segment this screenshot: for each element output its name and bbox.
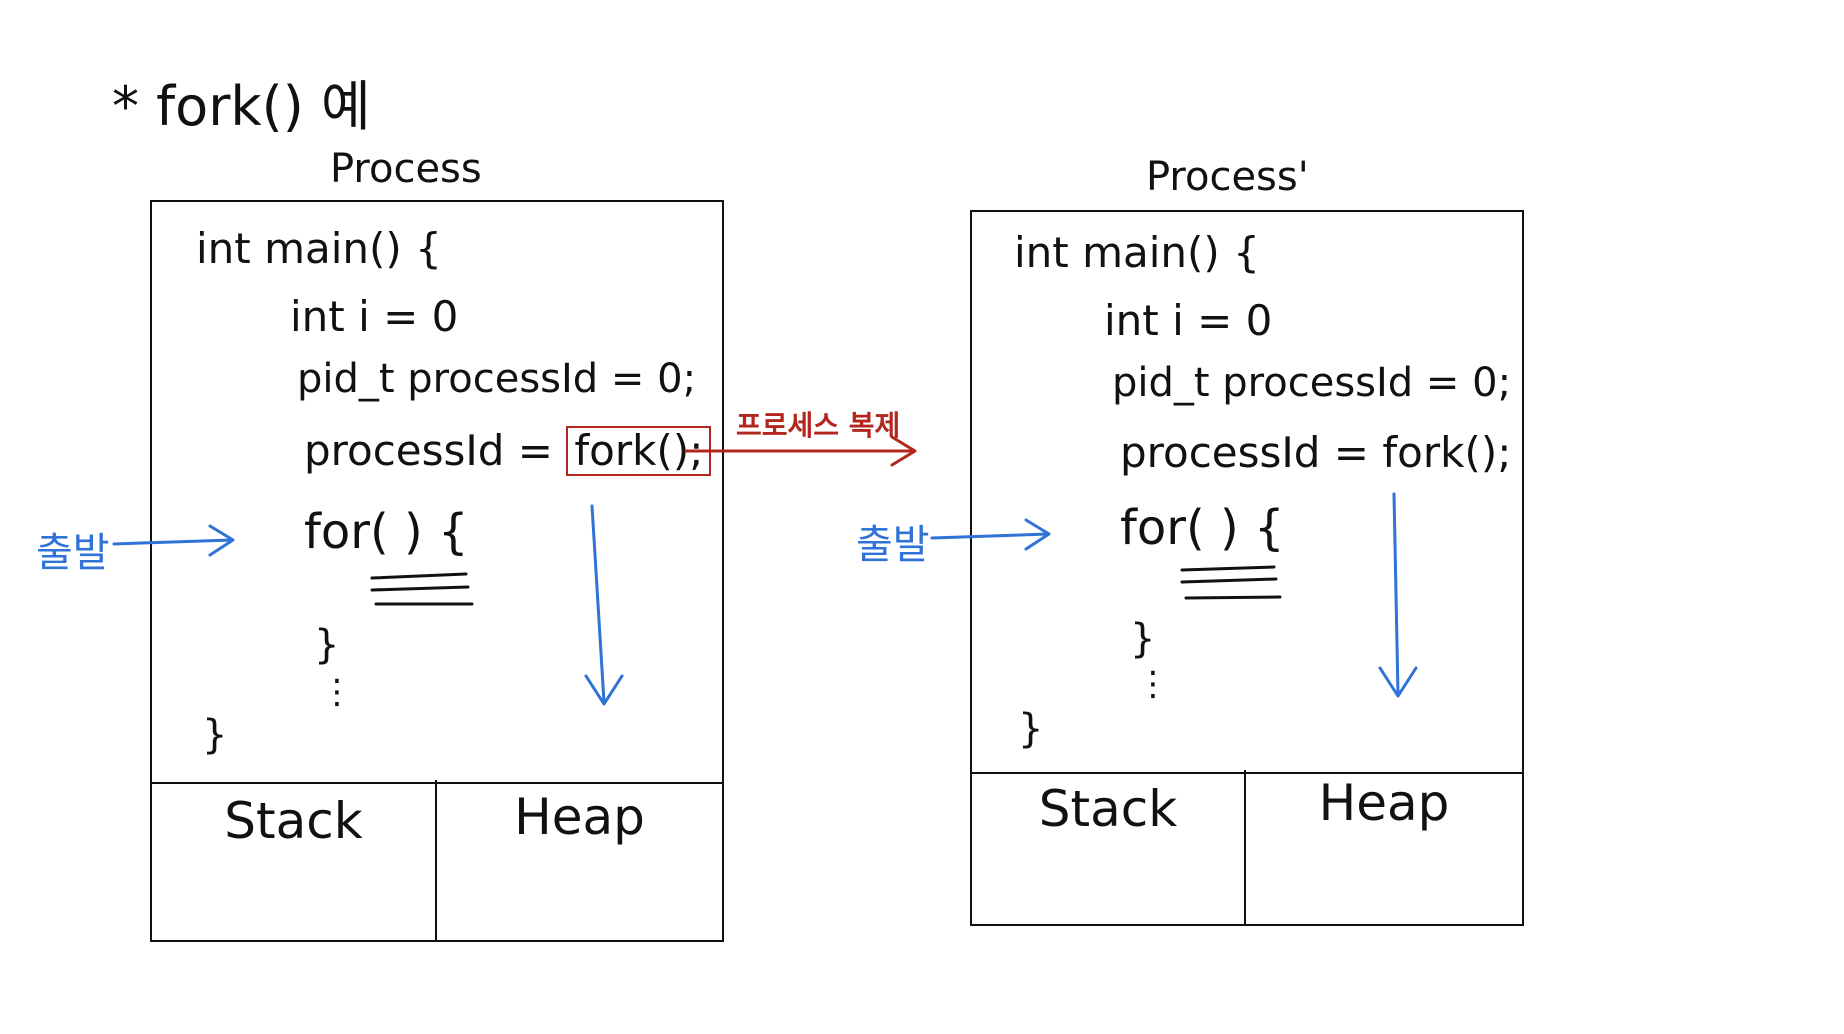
process-label-copy: Process': [1146, 154, 1309, 200]
code-area-copy: int main() { int i = 0 pid_t processId =…: [972, 212, 1522, 774]
process-box-copy: int main() { int i = 0 pid_t processId =…: [970, 210, 1524, 926]
code-dots: ⋮: [320, 672, 354, 712]
code-main-open: int main() {: [196, 224, 442, 273]
code-close-inner: }: [1130, 616, 1156, 662]
stack-cell: Stack: [972, 770, 1246, 924]
code-pid: pid_t processId = 0;: [1112, 360, 1512, 406]
code-for: for( ) {: [304, 504, 469, 560]
code-assign-prefix: processId =: [1120, 428, 1369, 477]
copy-process-label: 프로세스 복제: [736, 409, 901, 442]
code-assign-line: processId = fork();: [1120, 428, 1511, 477]
code-area-original: int main() { int i = 0 pid_t processId =…: [152, 202, 722, 784]
stack-label: Stack: [1038, 780, 1178, 838]
process-box-original: int main() { int i = 0 pid_t processId =…: [150, 200, 724, 942]
heap-label: Heap: [1318, 774, 1450, 832]
code-int-i: int i = 0: [1104, 296, 1273, 345]
start-label-copy: 출발: [856, 522, 930, 568]
code-close-main: }: [202, 712, 228, 758]
code-int-i: int i = 0: [290, 292, 459, 341]
code-pid: pid_t processId = 0;: [297, 356, 697, 402]
code-assign-prefix: processId =: [304, 426, 553, 475]
code-for: for( ) {: [1120, 500, 1285, 556]
page-heading: * fork() 예: [112, 75, 371, 138]
code-assign-line: processId = fork();: [304, 426, 712, 477]
stack-label: Stack: [224, 792, 363, 850]
fork-call-highlight: fork();: [566, 426, 712, 477]
code-close-main: }: [1018, 706, 1044, 752]
code-assign-call: fork();: [1382, 428, 1512, 477]
code-main-open: int main() {: [1014, 228, 1260, 277]
process-label-original: Process: [330, 146, 482, 192]
code-close-inner: }: [314, 622, 340, 668]
code-dots: ⋮: [1136, 664, 1170, 704]
heap-cell: Heap: [1246, 770, 1522, 924]
stack-cell: Stack: [152, 780, 437, 940]
start-label-original: 출발: [36, 530, 110, 576]
heap-cell: Heap: [437, 780, 722, 940]
heap-label: Heap: [514, 788, 645, 846]
